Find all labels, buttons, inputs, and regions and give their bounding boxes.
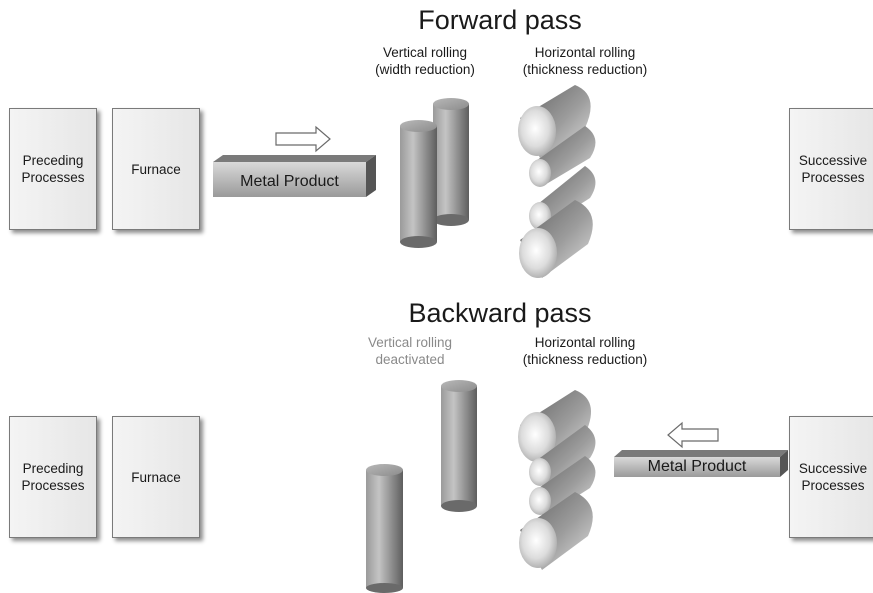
- backward-preceding-processes-box: Preceding Processes: [9, 416, 97, 538]
- forward-horizontal-rolls: [518, 85, 596, 278]
- backward-successive-processes-box: Successive Processes: [789, 416, 873, 538]
- horizontal-roll-lower-large-bw: [519, 492, 593, 570]
- backward-vertical-rolling-label: Vertical rolling deactivated: [367, 335, 453, 367]
- forward-furnace-box: Furnace: [112, 108, 200, 230]
- horizontal-roll-upper-large: [518, 85, 591, 158]
- horizontal-roll-upper-small-bw: [529, 425, 596, 488]
- horizontal-roll-lower-large: [519, 200, 593, 278]
- forward-preceding-processes-box: Preceding Processes: [9, 108, 97, 230]
- vertical-roll-back-deactivated: [441, 380, 477, 512]
- forward-successive-processes-box: Successive Processes: [789, 108, 873, 230]
- forward-vertical-rolls: [400, 98, 469, 248]
- forward-direction-arrow: [275, 125, 331, 153]
- backward-pass-title: Backward pass: [408, 298, 592, 328]
- backward-metal-product-label: Metal Product: [647, 458, 747, 475]
- forward-horizontal-rolling-label: Horizontal rolling (thickness reduction): [522, 45, 648, 77]
- backward-furnace-box: Furnace: [112, 416, 200, 538]
- vertical-roll-front-deactivated: [366, 464, 403, 593]
- forward-vertical-rolling-label: Vertical rolling (width reduction): [375, 45, 475, 77]
- horizontal-roll-upper-small: [529, 126, 596, 187]
- backward-horizontal-rolling-label: Horizontal rolling (thickness reduction): [522, 335, 648, 367]
- backward-vertical-rolls-deactivated: [366, 380, 477, 593]
- vertical-roll-front: [400, 120, 437, 248]
- forward-pass-title: Forward pass: [418, 5, 582, 35]
- backward-direction-arrow: [667, 421, 719, 449]
- backward-metal-product-bar: [614, 450, 788, 477]
- forward-metal-product-label: Metal Product: [240, 173, 339, 190]
- backward-horizontal-rolls: [518, 390, 596, 570]
- horizontal-roll-lower-small-bw: [529, 456, 596, 518]
- horizontal-roll-upper-large-bw: [518, 390, 592, 465]
- forward-metal-product-bar: [213, 155, 376, 197]
- vertical-roll-back: [433, 98, 469, 226]
